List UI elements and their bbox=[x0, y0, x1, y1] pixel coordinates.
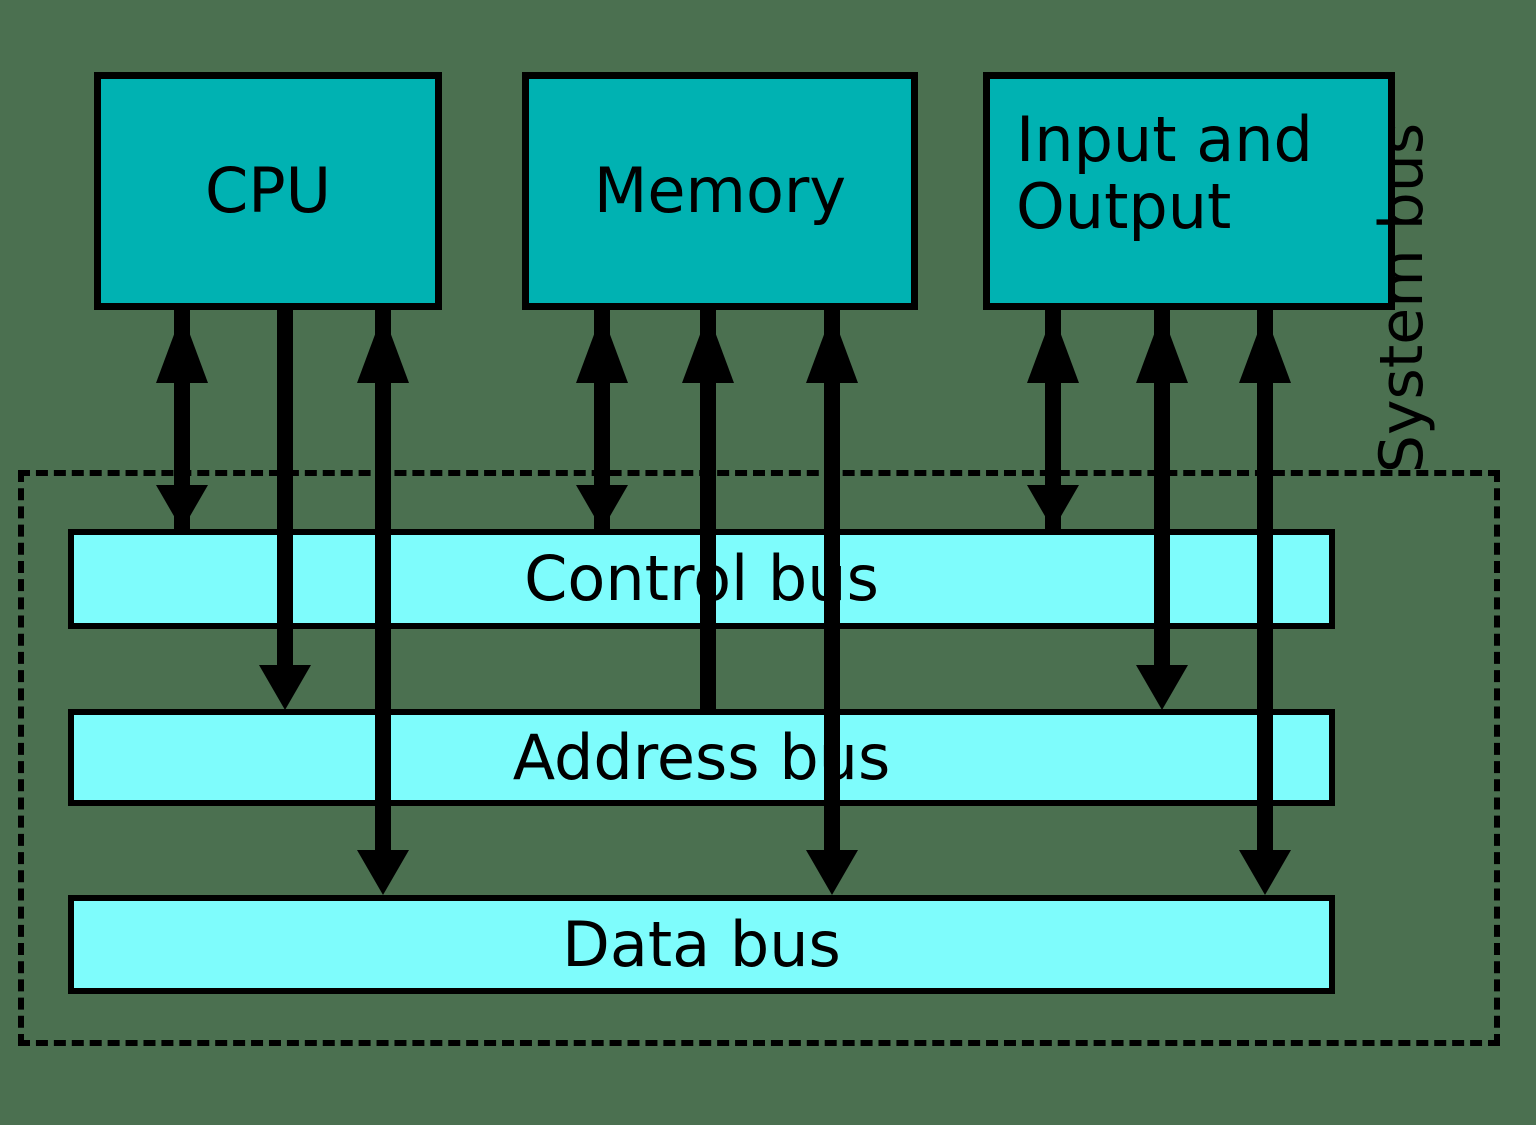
component-box-input-output[interactable]: Input and Output bbox=[983, 72, 1395, 310]
connector-io-address-shaft bbox=[1154, 310, 1170, 665]
arrowhead-cpu-data-up bbox=[357, 313, 409, 383]
connector-cpu-address-shaft bbox=[277, 310, 293, 665]
arrowhead-io-data-down bbox=[1239, 850, 1291, 895]
component-box-memory[interactable]: Memory bbox=[522, 72, 918, 310]
arrowhead-memory-data-down bbox=[806, 850, 858, 895]
arrowhead-memory-control-down bbox=[576, 485, 628, 530]
arrowhead-io-data-up bbox=[1239, 313, 1291, 383]
arrowhead-cpu-address-down bbox=[259, 665, 311, 710]
system-bus-enclosure bbox=[18, 470, 1500, 1046]
bus-label-data: Data bus bbox=[562, 907, 841, 981]
connector-cpu-data-shaft bbox=[375, 310, 391, 850]
arrowhead-cpu-data-down bbox=[357, 850, 409, 895]
component-box-cpu[interactable]: CPU bbox=[94, 72, 442, 310]
arrowhead-io-address-up bbox=[1136, 313, 1188, 383]
component-label-memory: Memory bbox=[593, 153, 847, 227]
arrowhead-cpu-control-down bbox=[156, 485, 208, 530]
bus-bar-address[interactable]: Address bus bbox=[68, 709, 1335, 806]
connector-memory-address-shaft bbox=[700, 310, 716, 712]
component-label-input-output: Input and Output bbox=[1016, 103, 1313, 243]
connector-io-data-shaft bbox=[1257, 310, 1273, 850]
arrowhead-memory-address-up bbox=[682, 313, 734, 383]
arrowhead-io-address-down bbox=[1136, 665, 1188, 710]
arrowhead-cpu-control-up bbox=[156, 313, 208, 383]
arrowhead-io-control-up bbox=[1027, 313, 1079, 383]
system-bus-label: System bus bbox=[1367, 122, 1437, 474]
bus-bar-data[interactable]: Data bus bbox=[68, 895, 1335, 994]
arrowhead-memory-data-up bbox=[806, 313, 858, 383]
arrowhead-io-control-down bbox=[1027, 485, 1079, 530]
connector-memory-data-shaft bbox=[824, 310, 840, 850]
component-label-cpu: CPU bbox=[204, 153, 332, 227]
arrowhead-memory-control-up bbox=[576, 313, 628, 383]
